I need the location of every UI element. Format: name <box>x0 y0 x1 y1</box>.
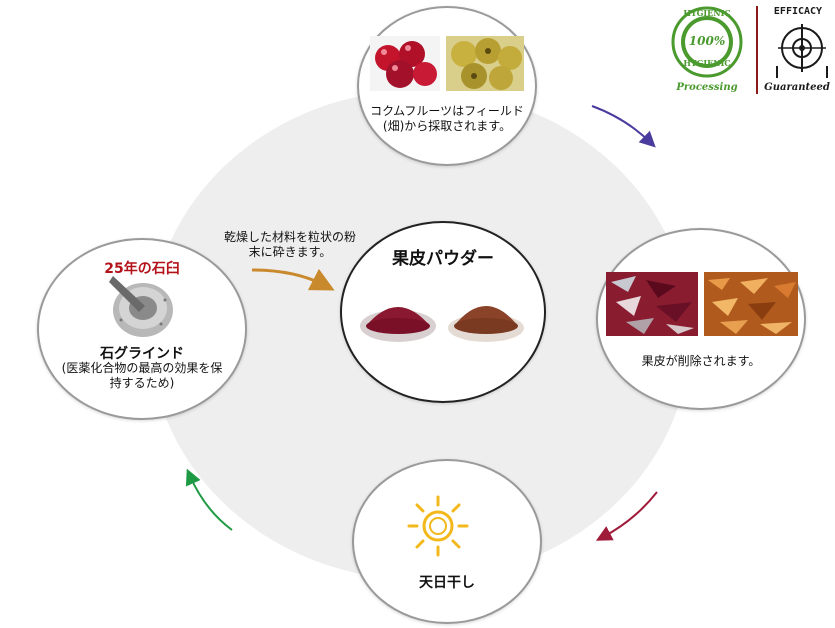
peel-caption: 果皮が削除されます。 <box>641 354 761 368</box>
stone-grind-title: 25年の石臼 <box>104 261 180 277</box>
arrow-bottom-right <box>595 491 658 541</box>
stone-grind-label: 石グラインド <box>100 346 184 362</box>
step-stone-grind <box>37 238 247 420</box>
powder-label: 果皮パウダー <box>392 249 494 269</box>
hygienic-percent-text: 100% <box>688 34 726 48</box>
efficacy-text: EFFICACY <box>773 6 823 17</box>
kokum-fruit-photo <box>370 36 440 91</box>
guaranteed-text: Guaranteed <box>764 82 830 93</box>
hygienic-badge-icon <box>671 6 743 78</box>
powder-red-photo <box>356 282 440 346</box>
hygienic-bottom-text: HYGIENIC <box>683 58 731 68</box>
stone-grind-note: (医薬化合物の最高の効果を保持するため) <box>61 361 223 390</box>
processing-text: Processing <box>676 82 738 93</box>
grind-description: 乾燥した材料を粒状の粉末に砕きます。 <box>223 230 356 259</box>
kokum-fruit-green-photo <box>446 36 524 91</box>
sun-icon <box>407 495 469 557</box>
peel-orange-photo <box>704 272 798 336</box>
efficacy-target-icon <box>776 24 828 78</box>
step-sun-dry <box>352 459 542 624</box>
hygienic-top-text: HYGIENIC <box>683 8 731 18</box>
arrow-top-right <box>591 105 656 148</box>
peel-red-photo <box>606 272 698 336</box>
mortar-icon <box>109 276 173 337</box>
powder-brown-photo <box>444 282 528 346</box>
arrow-bottom-left <box>185 468 233 531</box>
harvest-caption: コクムフルーツはフィールド(畑)から採取されます。 <box>370 104 524 133</box>
arrow-center <box>251 268 335 291</box>
sun-dry-label: 天日干し <box>419 575 475 591</box>
badge-divider <box>756 6 758 94</box>
